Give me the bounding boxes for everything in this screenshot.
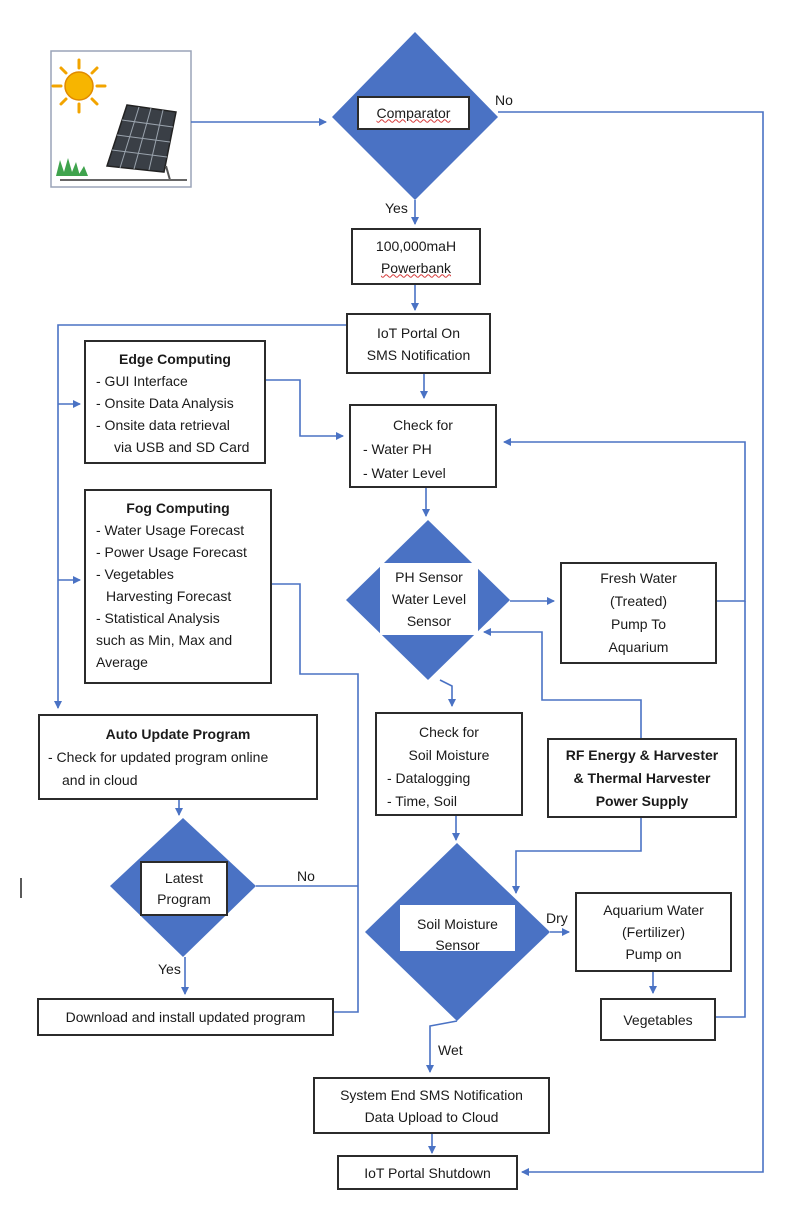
latest-no-label: No bbox=[297, 868, 315, 884]
ph-sensor-label: PH Sensor Water Level Sensor bbox=[380, 563, 478, 635]
fog-item: - Vegetables bbox=[96, 566, 174, 582]
fog-item: Harvesting Forecast bbox=[106, 588, 232, 604]
edge-computing-box: Edge Computing - GUI Interface - Onsite … bbox=[84, 340, 266, 464]
check-soil-box: Check for Soil Moisture - Datalogging - … bbox=[375, 712, 523, 816]
auto-update-title: Auto Update Program bbox=[105, 726, 251, 742]
fresh-water-box: Fresh Water (Treated) Pump To Aquarium bbox=[560, 562, 717, 664]
fog-item: - Statistical Analysis bbox=[96, 610, 220, 626]
edge-item: via USB and SD Card bbox=[114, 439, 250, 455]
comparator-no-label: No bbox=[495, 92, 513, 108]
edge-item: - Onsite data retrieval bbox=[96, 417, 230, 433]
edge-item: - Onsite Data Analysis bbox=[96, 395, 234, 411]
edge-item: - GUI Interface bbox=[96, 373, 188, 389]
sun-and-solar-panel-icon bbox=[50, 50, 192, 188]
download-install-box: Download and install updated program bbox=[37, 998, 334, 1036]
system-end-box: System End SMS Notification Data Upload … bbox=[313, 1077, 550, 1134]
latest-yes-label: Yes bbox=[158, 961, 181, 977]
edge-computing-title: Edge Computing bbox=[119, 351, 231, 367]
check-water-box: Check for - Water PH - Water Level bbox=[349, 404, 497, 488]
powerbank-box: 100,000maH Powerbank bbox=[351, 228, 481, 285]
rf-energy-box: RF Energy & Harvester & Thermal Harveste… bbox=[547, 738, 737, 818]
soil-moisture-sensor-label: Soil Moisture Sensor bbox=[400, 905, 515, 951]
soil-dry-label: Dry bbox=[546, 910, 568, 926]
fog-item: such as Min, Max and bbox=[96, 632, 233, 648]
latest-program-label: Latest Program bbox=[140, 861, 228, 916]
fog-computing-title: Fog Computing bbox=[126, 500, 230, 516]
auto-update-box: Auto Update Program - Check for updated … bbox=[38, 714, 318, 800]
iot-portal-shutdown-box: IoT Portal Shutdown bbox=[337, 1155, 518, 1190]
aquarium-water-box: Aquarium Water (Fertilizer) Pump on bbox=[575, 892, 732, 972]
fog-item: Average bbox=[96, 654, 148, 670]
vegetables-box: Vegetables bbox=[600, 998, 716, 1041]
iot-portal-on-box: IoT Portal On SMS Notification bbox=[346, 313, 491, 374]
comparator-label: Comparator bbox=[357, 96, 470, 130]
fog-item: - Power Usage Forecast bbox=[96, 544, 247, 560]
comparator-yes-label: Yes bbox=[385, 200, 408, 216]
fog-computing-box: Fog Computing - Water Usage Forecast - P… bbox=[84, 489, 272, 684]
soil-wet-label: Wet bbox=[438, 1042, 463, 1058]
fog-item: - Water Usage Forecast bbox=[96, 522, 245, 538]
